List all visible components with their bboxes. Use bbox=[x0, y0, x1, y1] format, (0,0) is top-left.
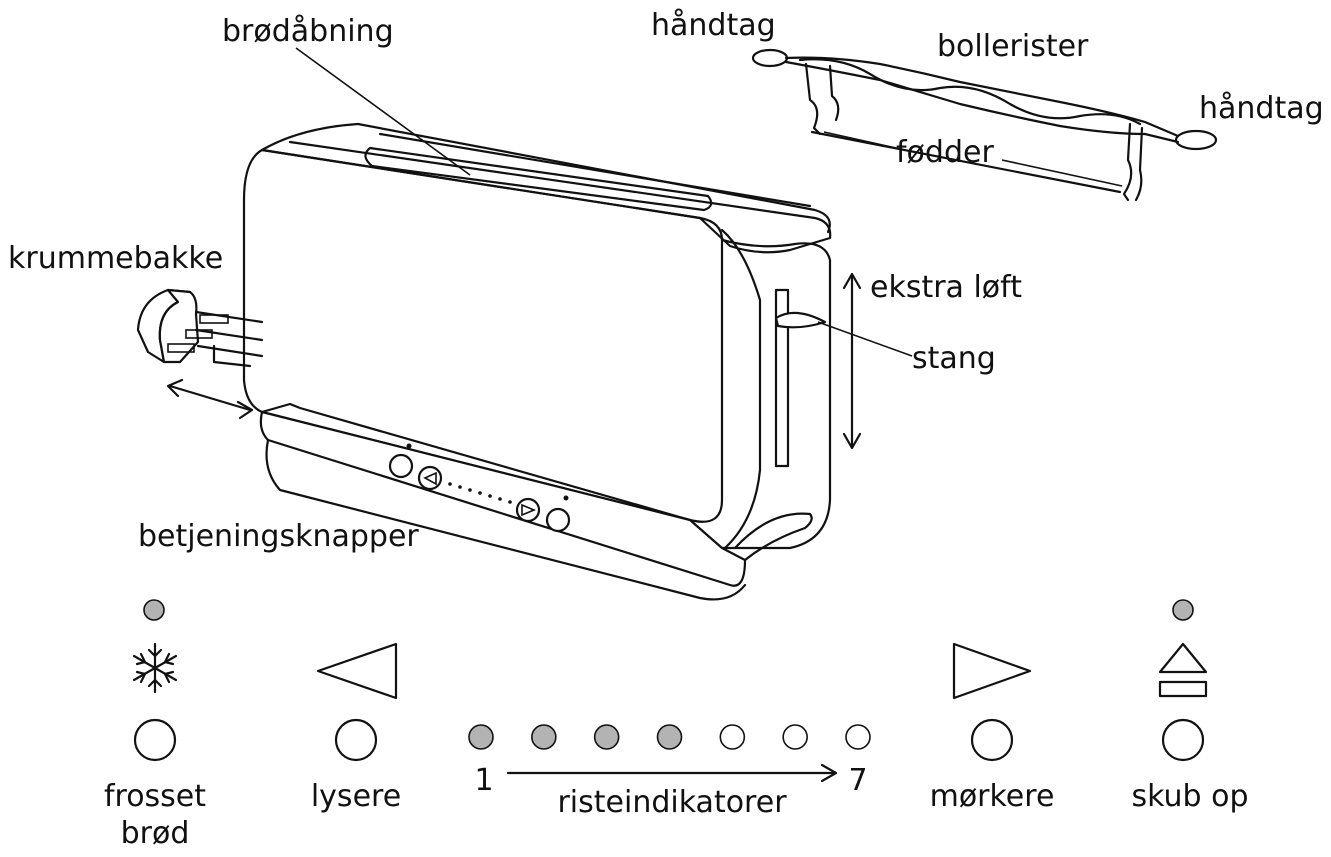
extra-lift-arrow bbox=[842, 272, 862, 450]
toast-indicator-light-2 bbox=[531, 724, 557, 750]
handle-right bbox=[1174, 129, 1218, 151]
frozen-indicator-light bbox=[143, 599, 165, 621]
label-feet: fødder bbox=[896, 135, 994, 170]
control-panel: frosset brød lysere 1 7 risteindikatorer… bbox=[104, 599, 1249, 851]
darker-button[interactable] bbox=[970, 718, 1014, 762]
toast-indicator-light-3 bbox=[593, 724, 620, 750]
label-crumb-tray: krummebakke bbox=[8, 241, 223, 276]
base-controls bbox=[388, 443, 571, 533]
label-bun-rack: bollerister bbox=[937, 29, 1089, 64]
label-scale-start: 1 bbox=[474, 763, 493, 798]
label-darker: mørkere bbox=[930, 779, 1055, 814]
label-frozen-line1: frosset bbox=[104, 779, 206, 814]
label-lever: stang bbox=[912, 341, 996, 376]
handle-left bbox=[751, 48, 789, 68]
label-control-buttons: betjeningsknapper bbox=[138, 519, 419, 554]
label-lighter: lysere bbox=[311, 779, 401, 814]
label-bread-slot: brødåbning bbox=[222, 14, 394, 49]
toast-indicator-light-4 bbox=[656, 724, 683, 750]
arrow-right-triangle-icon bbox=[952, 642, 1032, 700]
crumb-tray-arrow bbox=[166, 378, 254, 420]
toast-indicator-light-1 bbox=[468, 724, 494, 750]
bread-slot bbox=[364, 146, 713, 212]
scale-arrow bbox=[506, 763, 838, 783]
push-up-indicator-light bbox=[1172, 599, 1194, 621]
lighter-button[interactable] bbox=[334, 718, 378, 762]
lever-slot bbox=[774, 288, 790, 468]
eject-icon bbox=[1158, 642, 1208, 698]
crumb-tray bbox=[136, 288, 264, 368]
toaster bbox=[242, 122, 832, 601]
label-frozen-line2: brød bbox=[121, 816, 190, 851]
frozen-bread-button[interactable] bbox=[133, 718, 177, 762]
push-up-button[interactable] bbox=[1161, 718, 1205, 762]
toast-indicator-light-5 bbox=[719, 724, 746, 750]
label-scale-end: 7 bbox=[848, 763, 867, 798]
arrow-left-triangle-icon bbox=[316, 642, 398, 700]
toast-indicator-light-6 bbox=[782, 724, 808, 750]
toast-indicators bbox=[468, 724, 871, 750]
label-toast-indicators: risteindikatorer bbox=[557, 785, 787, 820]
label-extra-lift: ekstra løft bbox=[870, 270, 1022, 305]
toast-indicator-light-7 bbox=[845, 724, 871, 750]
lever bbox=[774, 311, 827, 329]
label-push-up: skub op bbox=[1131, 779, 1248, 814]
bun-rack bbox=[751, 48, 1218, 202]
label-handle-right: håndtag bbox=[1199, 91, 1324, 126]
snowflake-icon bbox=[132, 642, 178, 694]
label-handle-left: håndtag bbox=[651, 8, 776, 43]
